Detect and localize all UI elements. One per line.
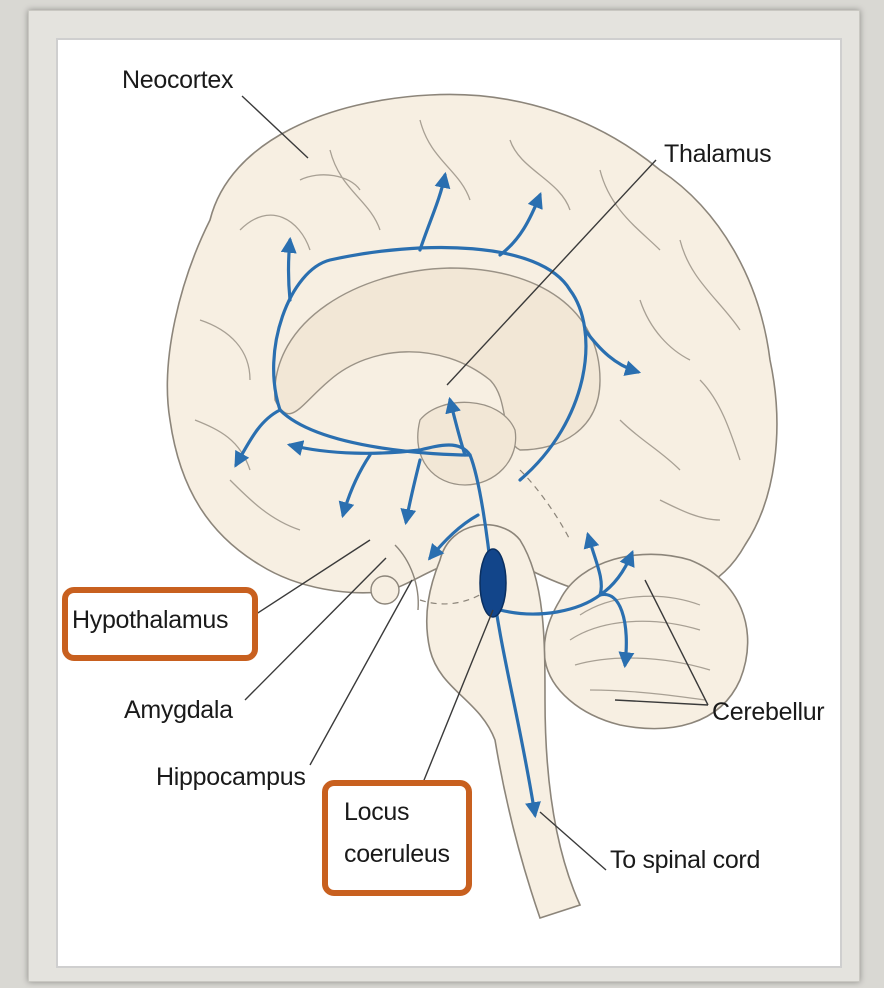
locus-coeruleus-nucleus — [480, 549, 506, 617]
label-neocortex: Neocortex — [122, 68, 233, 93]
label-amygdala: Amygdala — [124, 698, 233, 723]
label-thalamus: Thalamus — [664, 142, 771, 167]
label-cerebellum: Cerebellur — [712, 700, 824, 725]
label-coeruleus: coeruleus — [344, 842, 450, 867]
label-hippocampus: Hippocampus — [156, 765, 306, 790]
label-locus: Locus — [344, 800, 409, 825]
pituitary — [371, 576, 399, 604]
label-spinal-cord: To spinal cord — [610, 848, 760, 873]
label-hypothalamus: Hypothalamus — [72, 608, 228, 633]
